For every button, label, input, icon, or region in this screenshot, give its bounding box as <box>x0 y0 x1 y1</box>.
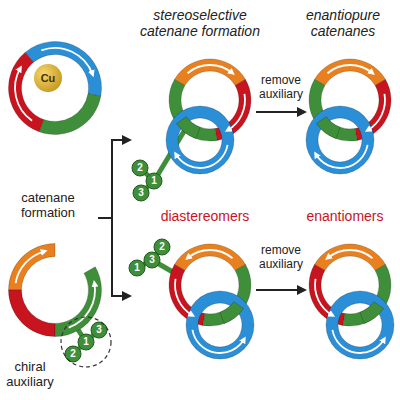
direction-arrow <box>16 251 45 283</box>
callout-number: 3 <box>144 255 160 265</box>
step-label: remove auxiliary <box>249 244 313 272</box>
copper-ion: Cu <box>34 64 62 92</box>
catenane <box>309 244 394 359</box>
callout-number: 3 <box>133 188 149 198</box>
ring-segment <box>360 302 384 324</box>
direction-arrow <box>315 279 333 315</box>
ring-segment <box>186 291 254 359</box>
direction-arrow <box>328 65 373 73</box>
step-label: chiral auxiliary <box>0 360 60 390</box>
ring-segment <box>316 117 340 139</box>
isomer-label: enantiomers <box>295 208 395 224</box>
direction-arrow <box>188 65 233 73</box>
ring-segment <box>39 94 101 135</box>
starting-materials <box>8 41 101 336</box>
ring-segment <box>174 59 245 85</box>
catenane <box>169 244 254 359</box>
direction-arrow <box>368 94 386 130</box>
branch-arrow <box>111 295 130 297</box>
step-label: remove auxiliary <box>249 74 313 102</box>
direction-arrow <box>15 68 32 121</box>
auxiliary-ball <box>91 322 107 338</box>
ring-segment <box>306 106 374 174</box>
element-symbol: Cu <box>41 72 56 84</box>
column-heading: enantiopure catenanes <box>291 7 395 39</box>
dashed-highlight <box>61 317 111 367</box>
callout-number: 1 <box>129 263 145 273</box>
direction-arrow <box>69 283 95 328</box>
callout-number: 2 <box>132 163 148 173</box>
auxiliary-ball <box>133 185 149 201</box>
direction-arrow <box>228 94 246 130</box>
branch-stem <box>98 217 112 219</box>
step-label: catenane formation <box>6 191 90 221</box>
auxiliary-ball <box>132 160 148 176</box>
direction-arrow <box>316 145 368 168</box>
catenane <box>166 59 251 174</box>
auxiliary-ball <box>154 239 170 255</box>
ring-segment <box>174 244 245 270</box>
callout-number: 1 <box>146 176 162 186</box>
direction-arrow <box>175 279 193 315</box>
ring-segment <box>326 291 394 359</box>
auxiliary-ball <box>78 334 94 350</box>
direction-arrow <box>332 330 384 353</box>
catenane <box>306 59 391 174</box>
direction-arrow <box>192 330 244 353</box>
branch-bar <box>111 140 113 296</box>
callout-number: 1 <box>78 337 94 347</box>
reaction-arrow <box>256 289 305 291</box>
ring-segment <box>8 52 43 131</box>
auxiliary-ball <box>129 260 145 276</box>
ring-segment <box>9 290 56 337</box>
ring-segment <box>176 117 200 139</box>
isomer-label: diastereomers <box>145 208 265 224</box>
column-heading: stereoselective catenane formation <box>130 7 270 39</box>
ring-segment <box>166 106 234 174</box>
auxiliary-ball <box>146 173 162 189</box>
callout-number: 3 <box>91 325 107 335</box>
callout-number: 2 <box>65 349 81 359</box>
branch-arrow <box>111 139 130 141</box>
ring-segment <box>314 244 385 270</box>
ring-segment <box>25 41 101 96</box>
ring-segment <box>8 244 55 291</box>
direction-arrow <box>328 250 373 258</box>
callout-number: 2 <box>154 242 170 252</box>
ring-segment <box>314 59 385 85</box>
auxiliary-ball <box>144 252 160 268</box>
reaction-arrow <box>256 111 305 113</box>
ring-segment <box>220 302 244 324</box>
direction-arrow <box>176 145 228 168</box>
auxiliary-groups <box>61 160 170 367</box>
direction-arrow <box>188 250 233 258</box>
auxiliary-ball <box>65 346 81 362</box>
